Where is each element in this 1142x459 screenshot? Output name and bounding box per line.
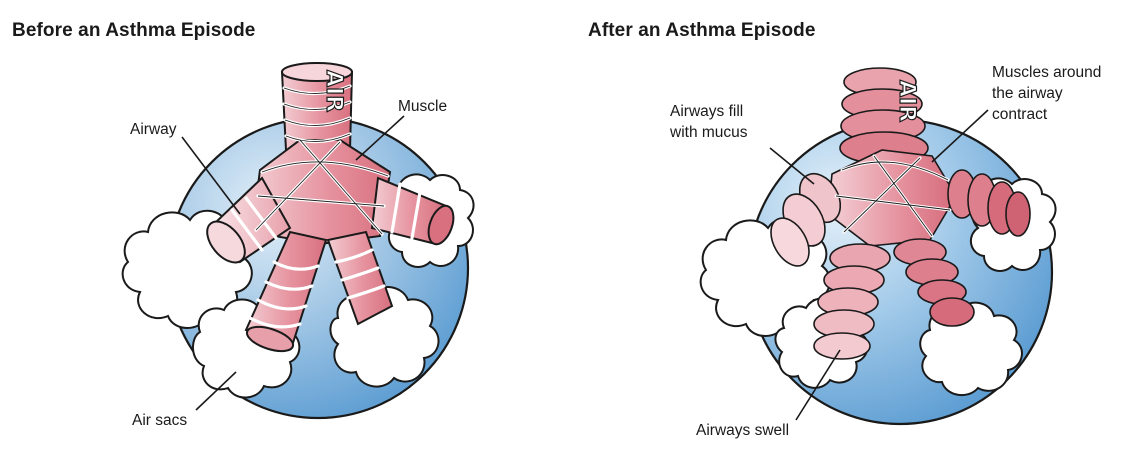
panel-before-episode: Before an Asthma Episode (0, 0, 560, 459)
label-mucus: Airways fill with mucus (670, 101, 748, 143)
label-air-sacs: Air sacs (132, 410, 187, 431)
air-text-before: AIR (321, 70, 346, 112)
panel-after-episode: After an Asthma Episode (570, 0, 1142, 459)
label-airway: Airway (130, 119, 177, 140)
before-airway-diagram: AIR (0, 0, 560, 459)
label-muscles-contract: Muscles around the airway contract (992, 62, 1101, 125)
air-text-after: AIR (894, 80, 919, 122)
label-airways-swell: Airways swell (696, 420, 789, 441)
label-muscle: Muscle (398, 96, 447, 117)
